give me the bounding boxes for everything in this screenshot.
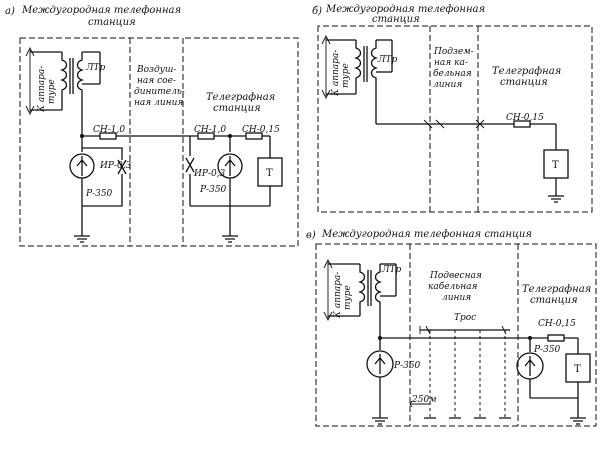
ground-icon (570, 417, 586, 425)
panel-c-spacing-arrow (409, 400, 430, 408)
panel-a-transformer: ЛТр (59, 52, 106, 110)
panel-c-discharger-2-mark (524, 356, 536, 376)
panel-b-station-boundary (317, 25, 593, 213)
ground-icon (548, 195, 564, 203)
panel-a-arrester-2-label: ИР-0,3 (193, 169, 226, 179)
panel-a-discharger-2-label: Р-350 (199, 185, 227, 195)
panel-a-discharger-2-mark (224, 156, 236, 176)
panel-c-discharger-1-label: Р-350 (393, 361, 421, 371)
panel-b-title-1: Междугородная телефонная (325, 4, 485, 15)
panel-a-title-2: станция (88, 17, 136, 28)
panel-a-middle-label: Воздуш- ная сое- динитель- ная линия (134, 65, 188, 108)
panel-b-terminal-label: Т (552, 160, 559, 171)
panel-a-discharger-1-label: Р-350 (85, 189, 113, 199)
panel-c: в) Междугородная телефонная станция К ап… (306, 229, 597, 427)
panel-c-terminal-label: Т (574, 364, 581, 375)
panel-a-arrester-1-label: ИР-0,3 (99, 161, 132, 171)
panel-a-telegraph-label: Телеграфная станция (206, 92, 278, 114)
panel-b-title-2: станция (372, 14, 420, 25)
panel-c-discharger-1-mark (374, 354, 386, 374)
panel-c-transformer: ЛТр (357, 264, 402, 316)
panel-b: б) Междугородная телефонная станция К ап… (312, 4, 593, 213)
panel-c-spacing-label: 250м (411, 395, 437, 405)
panel-a-station-boundary (19, 37, 299, 247)
panel-a-terminal (257, 157, 283, 187)
ground-icon (74, 235, 90, 243)
panel-b-transformer: ЛТр (353, 40, 398, 94)
panel-b-fuse (513, 120, 531, 128)
panel-c-middle-label: Подвесная кабельная линия (428, 271, 485, 303)
panel-b-telegraph-label: Телеграфная станция (492, 66, 564, 88)
panel-c-fuse-label: СН-0,15 (538, 319, 576, 329)
panel-a-fuse-2 (197, 132, 215, 140)
panel-a-apparatus-arrow (25, 46, 35, 116)
panel-c-apparatus-arrow (323, 258, 333, 322)
panel-c-station-boundary (315, 243, 597, 427)
panel-a-arrester-1-return (82, 174, 123, 207)
panel-a: а) Междугородная телефонная станция К ап… (5, 5, 299, 247)
panel-b-fuse-label: СН-0,15 (506, 113, 544, 123)
panel-b-cable-marks (423, 119, 485, 129)
panel-a-fuse-3 (245, 132, 263, 140)
panel-c-discharger-2-label: Р-350 (533, 345, 561, 355)
panel-a-title-1: Междугородная телефонная (21, 5, 181, 16)
panel-b-middle-label: Подзем- ная ка- бельная линия (433, 47, 477, 90)
panel-c-letter: в) (306, 230, 316, 241)
panel-b-apparatus-label: К аппара- туре (331, 47, 351, 97)
panel-a-arrester-1 (117, 159, 127, 175)
panel-a-discharger-1-mark (76, 156, 88, 176)
panel-a-arrester-2 (185, 157, 195, 173)
panel-c-cable-label: Трос (454, 313, 476, 323)
panel-a-fuse-1 (99, 132, 117, 140)
panel-c-poles (424, 330, 511, 419)
panel-c-apparatus-label: К аппара- туре (333, 269, 353, 319)
panel-a-fuse-1-label: СН-1,0 (93, 125, 125, 135)
panel-c-telegraph-label: Телеграфная станция (522, 284, 594, 306)
panel-c-transformer-label: ЛТр (381, 265, 402, 275)
panel-b-transformer-label: ЛТр (377, 55, 398, 65)
panel-a-fuse-2-label: СН-1,0 (194, 125, 226, 135)
panel-b-letter: б) (312, 6, 322, 17)
panel-a-letter: а) (5, 6, 15, 17)
panel-a-apparatus-label: К аппара- туре (37, 63, 57, 113)
panel-a-transformer-label: ЛТр (85, 63, 106, 73)
panel-a-terminal-label: Т (266, 168, 273, 179)
panel-b-apparatus-arrow (321, 34, 331, 100)
panel-a-fuse-3-label: СН-0,15 (242, 125, 280, 135)
ground-icon (222, 235, 238, 243)
panel-c-title: Междугородная телефонная станция (321, 229, 532, 240)
panel-a-arrester-1-wire (82, 147, 123, 160)
panel-c-fuse (547, 334, 565, 342)
ground-icon (372, 417, 388, 425)
